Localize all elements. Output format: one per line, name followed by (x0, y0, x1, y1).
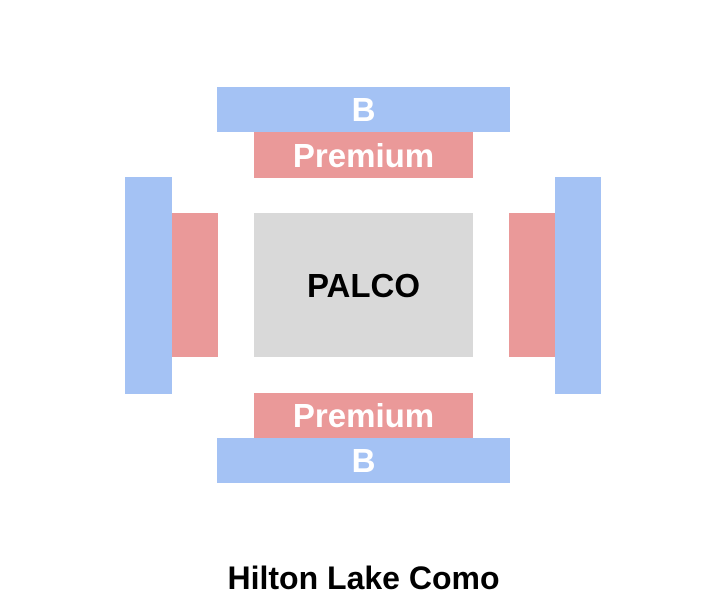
section-premium-right[interactable] (509, 213, 555, 357)
section-premium-bottom[interactable]: Premium (254, 393, 473, 438)
section-b-top[interactable]: B (217, 87, 510, 132)
section-premium-top-label: Premium (292, 136, 435, 174)
venue-title: Hilton Lake Como (227, 560, 500, 596)
section-b-bottom[interactable]: B (217, 438, 510, 483)
stage-label: PALCO (306, 266, 421, 304)
section-b-bottom-label: B (351, 442, 376, 479)
stage: PALCO (254, 213, 473, 357)
section-b-left[interactable] (125, 177, 172, 394)
section-premium-bottom-label: Premium (292, 397, 435, 434)
section-premium-left[interactable] (172, 213, 218, 357)
section-premium-top[interactable]: Premium (254, 132, 473, 178)
section-b-right[interactable] (555, 177, 601, 394)
section-b-top-label: B (351, 91, 376, 128)
